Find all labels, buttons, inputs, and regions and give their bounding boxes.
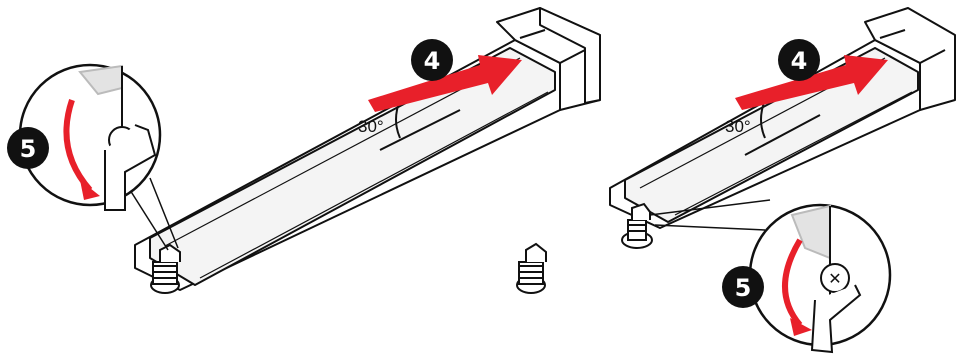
left-panel: 30° 4	[7, 8, 600, 293]
loose-standoff-latch	[517, 244, 546, 293]
left-step5-badge: 5	[7, 127, 49, 169]
right-step4-badge: 4	[778, 39, 820, 81]
left-step4-badge: 4	[411, 39, 453, 81]
right-step5-badge: 5	[722, 266, 764, 308]
right-angle-label: 30°	[725, 117, 751, 136]
screw-cross-icon: ✕	[828, 271, 841, 288]
right-panel: 30° 4 ✕	[610, 8, 955, 352]
right-step5-number: 5	[735, 274, 752, 302]
left-step4-number: 4	[424, 47, 441, 75]
right-step4-number: 4	[791, 47, 808, 75]
left-angle-label: 30°	[358, 117, 384, 136]
left-step5-number: 5	[20, 135, 37, 163]
right-zoom-callout: ✕	[650, 200, 890, 352]
